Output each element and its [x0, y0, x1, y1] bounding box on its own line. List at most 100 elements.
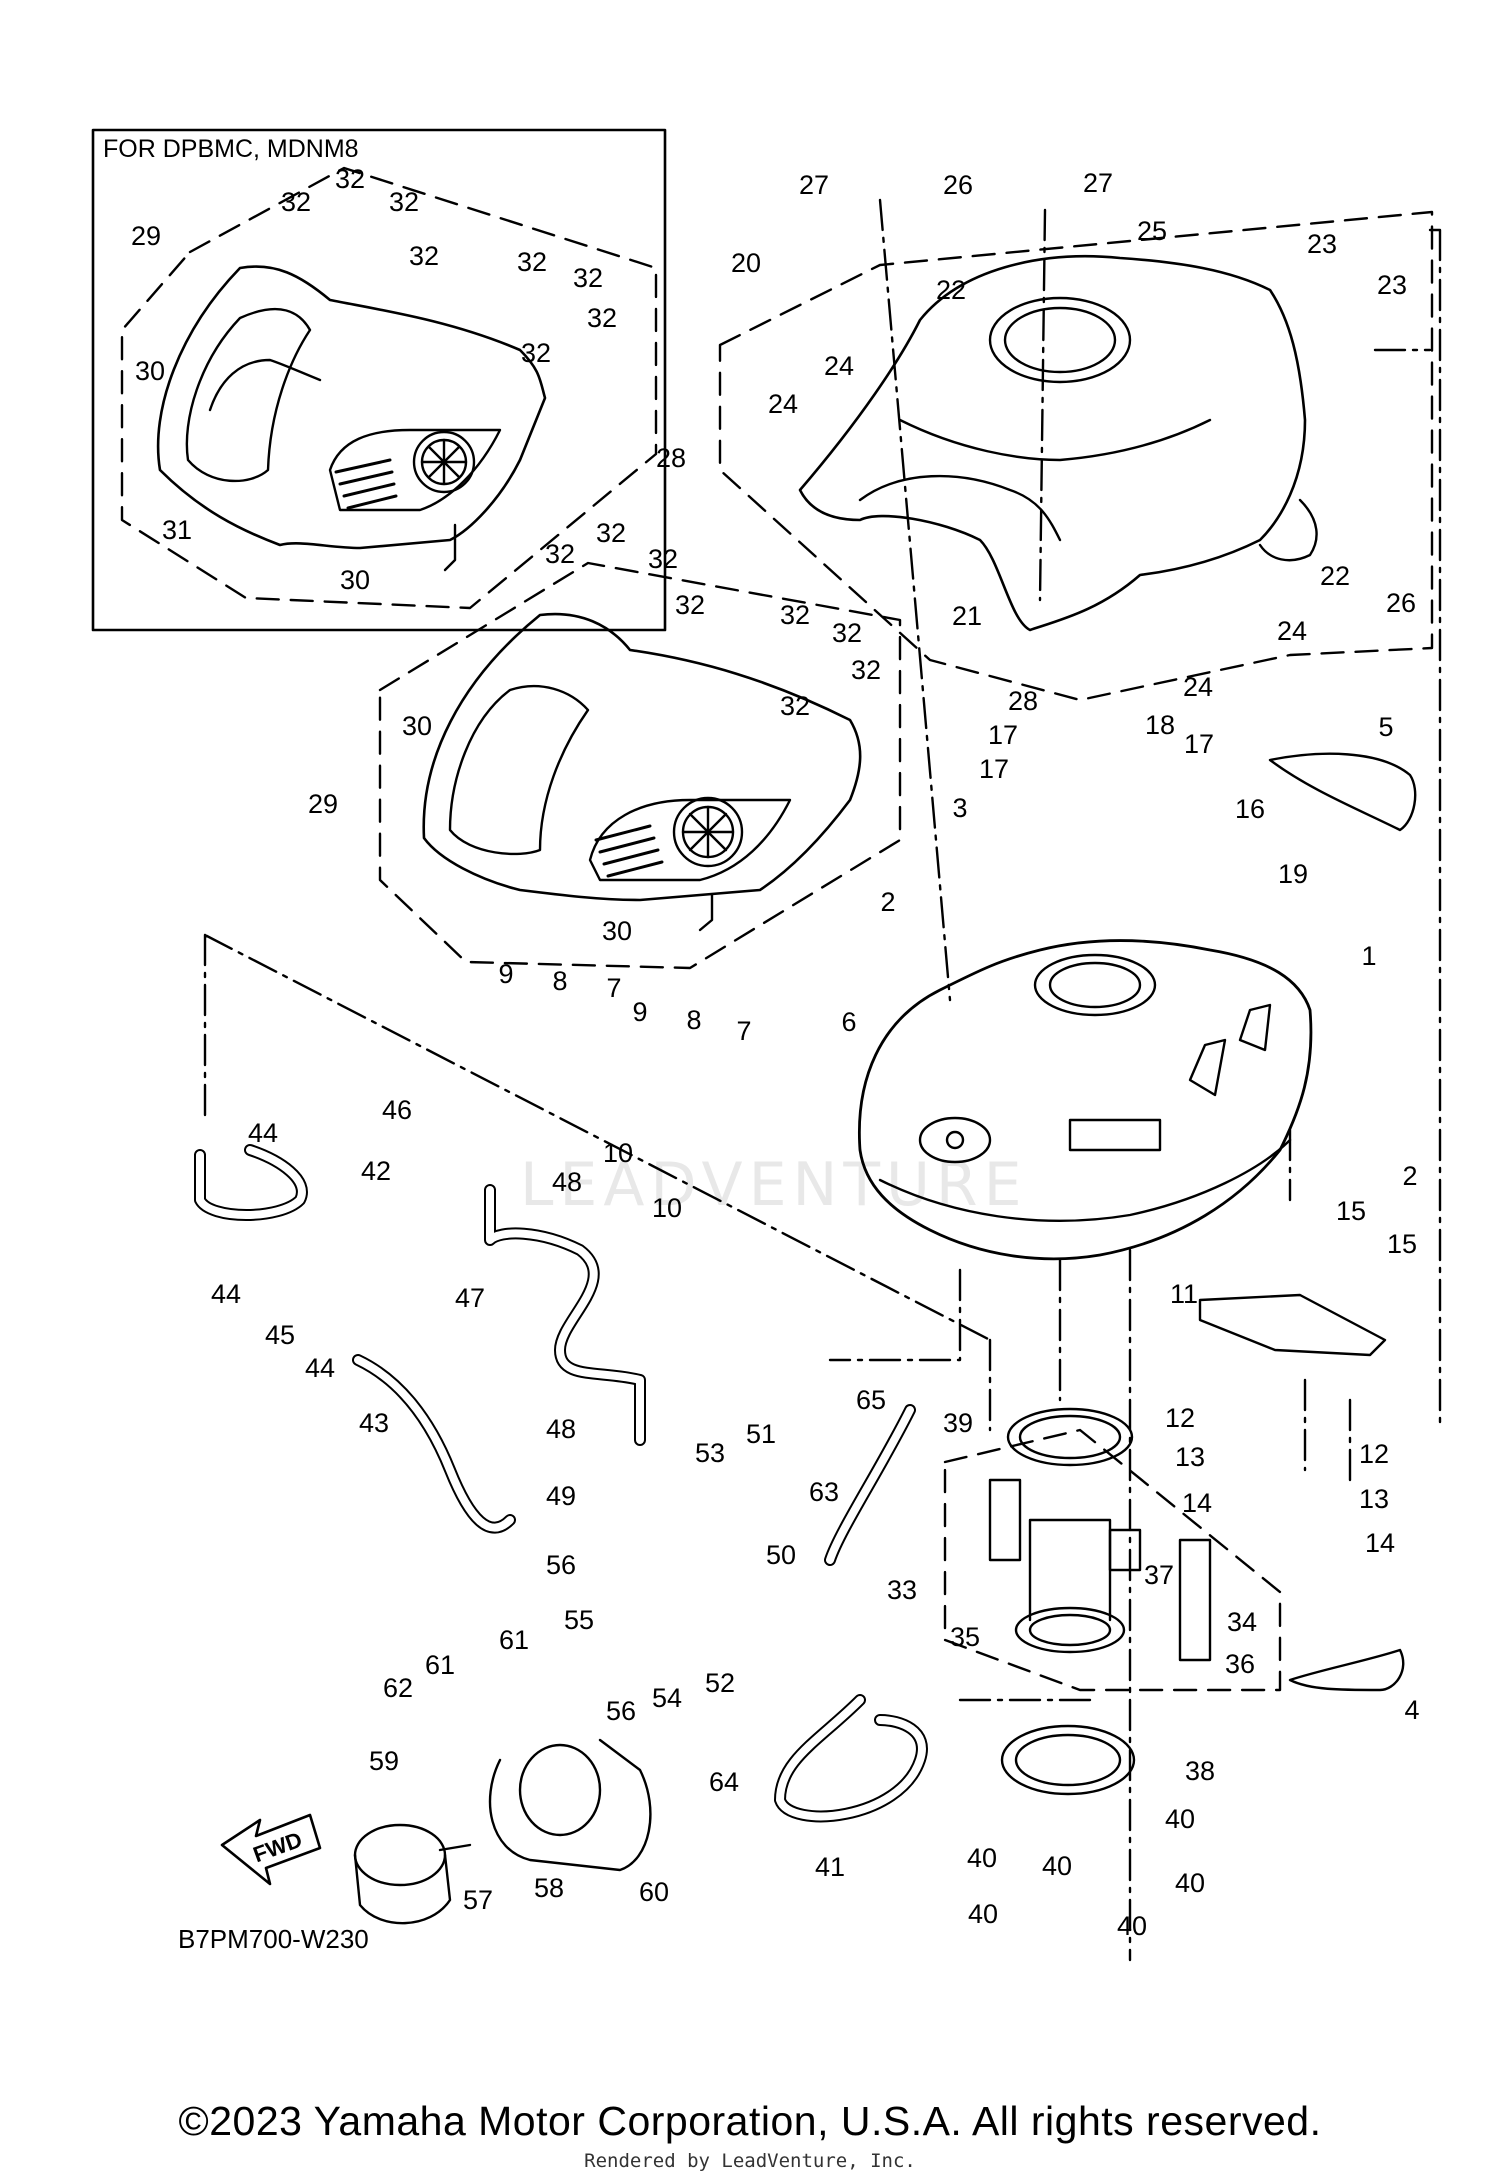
callout-layer: 1223456778899101011121213131414151516171…	[131, 164, 1420, 1941]
callout-46: 46	[382, 1095, 412, 1125]
callout-49: 49	[546, 1481, 576, 1511]
bracket-11	[1198, 1293, 1387, 1357]
callout-32: 32	[596, 518, 626, 548]
callout-50: 50	[766, 1540, 796, 1570]
upper-cover-dashed-outline	[718, 210, 1434, 702]
callout-32: 32	[648, 544, 678, 574]
rendered-by-text: Rendered by LeadVenture, Inc.	[584, 2150, 916, 2172]
callout-61: 61	[425, 1650, 455, 1680]
callout-48: 48	[552, 1167, 582, 1197]
callout-42: 42	[361, 1156, 391, 1186]
callout-55: 55	[564, 1605, 594, 1635]
callout-56: 56	[546, 1550, 576, 1580]
callout-10: 10	[603, 1138, 633, 1168]
callout-53: 53	[695, 1438, 725, 1468]
copyright-text: ©2023 Yamaha Motor Corporation, U.S.A. A…	[178, 2098, 1322, 2144]
callout-25: 25	[1137, 216, 1167, 246]
callout-2: 2	[1402, 1161, 1417, 1191]
side-cover-4	[1288, 1648, 1405, 1692]
callout-2: 2	[880, 887, 895, 917]
canister-holder	[488, 1738, 652, 1872]
callout-14: 14	[1182, 1488, 1212, 1518]
callout-16: 16	[1235, 794, 1265, 824]
callout-17: 17	[979, 754, 1009, 784]
callout-27: 27	[1083, 168, 1113, 198]
fuel-pump	[988, 1478, 1212, 1662]
callout-32: 32	[281, 187, 311, 217]
callout-17: 17	[988, 720, 1018, 750]
callout-5: 5	[1378, 712, 1393, 742]
callout-7: 7	[736, 1016, 751, 1046]
callout-8: 8	[686, 1005, 701, 1035]
callout-12: 12	[1165, 1403, 1195, 1433]
callout-32: 32	[517, 247, 547, 277]
callout-54: 54	[652, 1683, 682, 1713]
callout-40: 40	[1175, 1868, 1205, 1898]
callout-61: 61	[499, 1625, 529, 1655]
tank-cover-panel	[422, 612, 862, 932]
fuel-pump-gasket-plate	[1000, 1724, 1136, 1796]
callout-14: 14	[1365, 1528, 1395, 1558]
callout-45: 45	[265, 1320, 295, 1350]
callout-43: 43	[359, 1408, 389, 1438]
pump-dashed-outline	[943, 1428, 1282, 1692]
callout-17: 17	[1184, 729, 1214, 759]
inset-frame	[91, 128, 667, 632]
side-cover-5	[1268, 752, 1417, 832]
callout-30: 30	[602, 916, 632, 946]
canister	[353, 1823, 472, 1925]
callout-19: 19	[1278, 859, 1308, 889]
callout-28: 28	[656, 443, 686, 473]
callout-31: 31	[162, 515, 192, 545]
callout-40: 40	[1042, 1851, 1072, 1881]
inset-title: FOR DPBMC, MDNM8	[103, 135, 359, 163]
callout-32: 32	[780, 691, 810, 721]
callout-30: 30	[340, 565, 370, 595]
callout-28: 28	[1008, 686, 1038, 716]
callout-32: 32	[675, 590, 705, 620]
callout-44: 44	[305, 1353, 335, 1383]
callout-9: 9	[632, 997, 647, 1027]
callout-1: 1	[1361, 941, 1376, 971]
callout-32: 32	[573, 263, 603, 293]
diagram-code: B7PM700-W230	[178, 1924, 369, 1954]
callout-59: 59	[369, 1746, 399, 1776]
callout-22: 22	[1320, 561, 1350, 591]
callout-11: 11	[1170, 1279, 1198, 1309]
callout-22: 22	[936, 275, 966, 305]
callout-30: 30	[402, 711, 432, 741]
callout-47: 47	[455, 1283, 485, 1313]
callout-9: 9	[498, 959, 513, 989]
callout-62: 62	[383, 1673, 413, 1703]
callout-29: 29	[308, 789, 338, 819]
watermark: LEADVENTURE	[520, 1150, 1028, 1220]
fwd-arrow-icon	[220, 1813, 322, 1886]
fuel-tank	[858, 939, 1313, 1261]
callout-38: 38	[1185, 1756, 1215, 1786]
callout-12: 12	[1359, 1439, 1389, 1469]
callout-27: 27	[799, 170, 829, 200]
callout-15: 15	[1387, 1229, 1417, 1259]
callout-40: 40	[1165, 1804, 1195, 1834]
callout-10: 10	[652, 1193, 682, 1223]
callout-40: 40	[1117, 1911, 1147, 1941]
callout-41: 41	[815, 1852, 845, 1882]
callout-63: 63	[809, 1477, 839, 1507]
callout-52: 52	[705, 1668, 735, 1698]
callout-32: 32	[389, 187, 419, 217]
fuel-pump-ring	[1006, 1407, 1134, 1467]
callout-29: 29	[131, 221, 161, 251]
main-cover-dashed-outline	[378, 561, 902, 970]
callout-21: 21	[952, 601, 982, 631]
callout-7: 7	[606, 973, 621, 1003]
callout-30: 30	[135, 356, 165, 386]
callout-24: 24	[824, 351, 854, 381]
callout-6: 6	[841, 1007, 856, 1037]
callout-32: 32	[851, 655, 881, 685]
callout-8: 8	[552, 966, 567, 996]
callout-44: 44	[211, 1279, 241, 1309]
callout-58: 58	[534, 1873, 564, 1903]
leader-lines	[203, 198, 1442, 1962]
callout-26: 26	[943, 170, 973, 200]
